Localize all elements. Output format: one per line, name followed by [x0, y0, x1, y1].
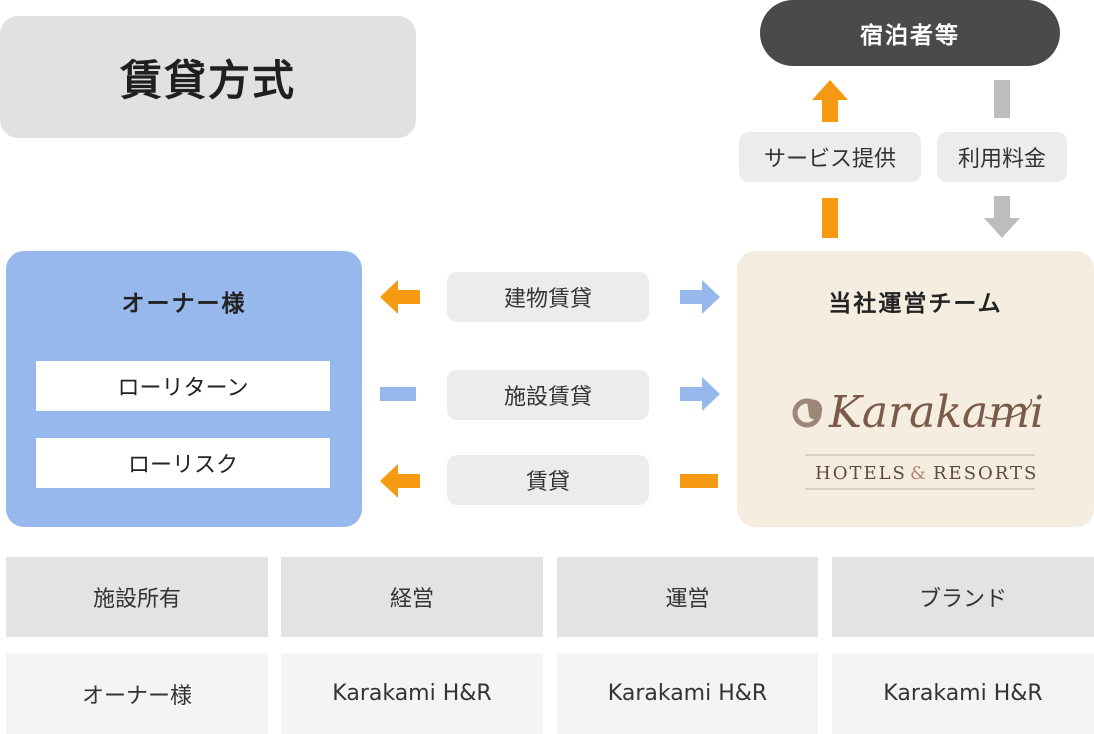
building-lease-right-arrow: [680, 280, 720, 314]
header-management: 経営: [281, 557, 543, 637]
lease-dash: [680, 474, 718, 488]
lease-label: 賃貸: [447, 455, 649, 505]
guests-box: 宿泊者等: [760, 0, 1060, 66]
facility-lease-label: 施設賃貸: [447, 370, 649, 420]
value-facility-ownership: オーナー様: [6, 653, 268, 734]
usage-fee-label: 利用料金: [937, 132, 1067, 182]
scheme-title: 賃貸方式: [0, 16, 416, 138]
logo-flourish: [984, 398, 1032, 420]
logo-tagline-right: RESORTS: [933, 463, 1038, 484]
lease-left-arrow: [380, 464, 420, 498]
header-brand: ブランド: [832, 557, 1094, 637]
logo-tagline-left: HOTELS: [815, 463, 907, 484]
karakami-logo: Karakami HOTELS & RESORTS: [792, 387, 1044, 490]
operating-team-panel: 当社運営チーム Karakami HOTELS & RESORTS: [737, 251, 1094, 527]
facility-lease-right-arrow: [680, 377, 720, 411]
service-up-arrow-head: [812, 80, 848, 122]
low-risk-box: ローリスク: [36, 438, 330, 488]
fee-arrow-shaft: [994, 80, 1010, 118]
service-provision-label: サービス提供: [739, 132, 921, 182]
service-arrow-shaft: [822, 198, 838, 238]
owner-panel: オーナー様 ローリターン ローリスク: [6, 251, 362, 527]
owner-title: オーナー様: [121, 291, 247, 317]
logo-wordmark: Karakami: [828, 387, 1044, 438]
header-operation: 運営: [557, 557, 818, 637]
low-return-box: ローリターン: [36, 361, 330, 411]
karakami-emblem-icon: [792, 398, 823, 428]
building-lease-label: 建物賃貸: [447, 272, 649, 322]
building-lease-left-arrow: [380, 280, 420, 314]
logo-tagline-amp: &: [910, 463, 926, 484]
value-brand: Karakami H&R: [832, 653, 1094, 734]
fee-down-arrow-head: [984, 196, 1020, 238]
value-management: Karakami H&R: [281, 653, 543, 734]
operating-team-title: 当社運営チーム: [828, 291, 1003, 317]
value-operation: Karakami H&R: [557, 653, 818, 734]
header-facility-ownership: 施設所有: [6, 557, 268, 637]
facility-lease-dash: [380, 387, 416, 401]
